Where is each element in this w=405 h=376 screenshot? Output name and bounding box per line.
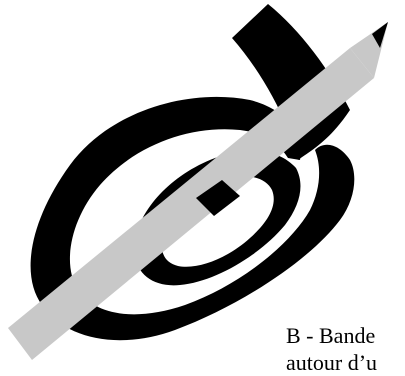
caption-line-1: B - Bande: [286, 322, 405, 349]
figure-caption: B - Bande autour d’u: [286, 322, 405, 376]
caption-line-2: autour d’u: [286, 349, 405, 376]
